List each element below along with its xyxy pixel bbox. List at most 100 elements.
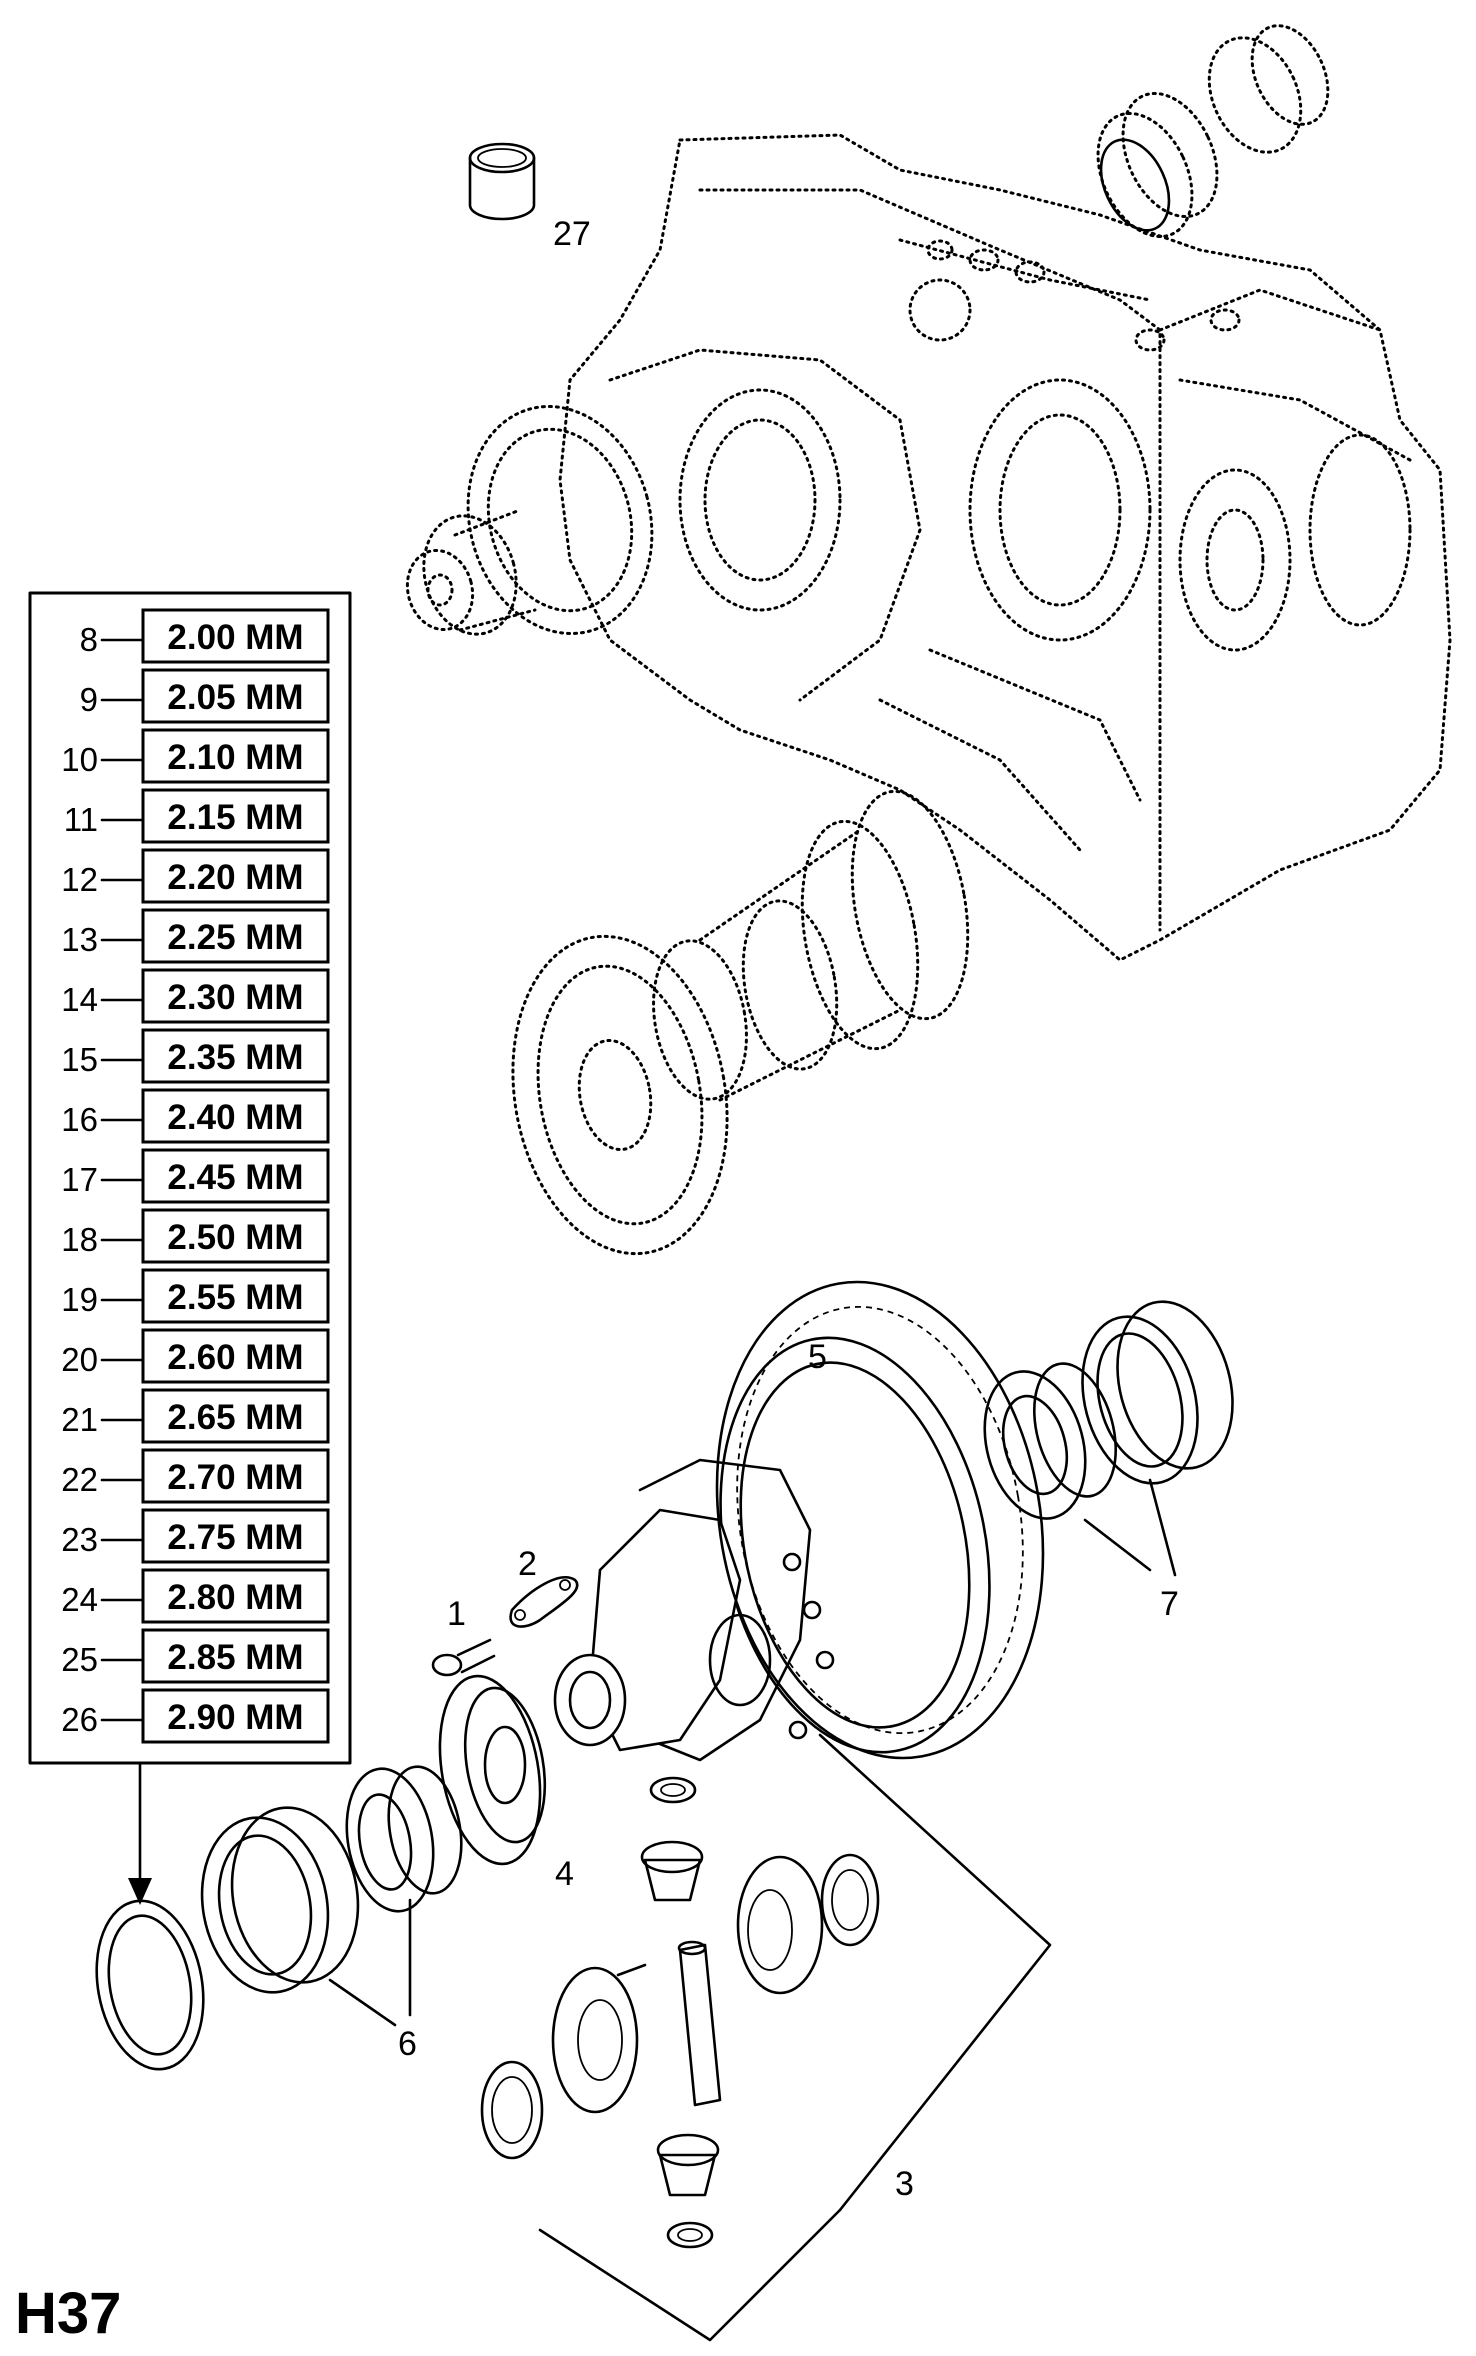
shim-size-label: 2.75 MM <box>167 1518 303 1557</box>
shim-row-number: 20 <box>61 1341 98 1378</box>
shim-row: 14 2.30 MM <box>61 968 330 1024</box>
shim-size-box <box>141 1508 330 1564</box>
shim-size-label: 2.20 MM <box>167 858 303 897</box>
bearing-7 <box>983 1300 1234 1577</box>
shim-size-box <box>141 968 330 1024</box>
shim-size-box <box>141 728 330 784</box>
shim-size-box <box>141 1268 330 1324</box>
shim-size-label: 2.40 MM <box>167 1098 303 1137</box>
shim-size-label: 2.65 MM <box>167 1398 303 1437</box>
shim-size-label: 2.45 MM <box>167 1158 303 1197</box>
shim-size-box <box>141 1208 330 1264</box>
shim-size-label: 2.35 MM <box>167 1038 303 1077</box>
diagram-id: H37 <box>15 2281 121 2346</box>
bolt-1 <box>431 1638 496 1677</box>
shim-size-table: 8 2.00 MM 9 2.05 MM 10 2.10 MM 11 2.15 MM 12 2.20… <box>28 591 352 1765</box>
shim-row: 10 2.10 MM <box>61 728 330 784</box>
shim-size-label: 2.90 MM <box>167 1698 303 1737</box>
shim-row: 19 2.55 MM <box>61 1268 330 1324</box>
shim-size-box <box>141 668 330 724</box>
shim-row: 8 2.00 MM <box>80 608 330 664</box>
shim-size-label: 2.25 MM <box>167 918 303 957</box>
shim-size-box <box>141 1328 330 1384</box>
shim-size-label: 2.80 MM <box>167 1578 303 1617</box>
shim-size-label: 2.50 MM <box>167 1218 303 1257</box>
shim-row-number: 11 <box>64 801 98 838</box>
shim-row-number: 15 <box>61 1041 98 1078</box>
callout-7: 7 <box>1160 1585 1179 1623</box>
shim-row-number: 23 <box>61 1521 98 1558</box>
shim-row-number: 26 <box>61 1701 98 1738</box>
shim-row: 24 2.80 MM <box>61 1568 330 1624</box>
top-bearing <box>1096 24 1330 239</box>
shim-row-number: 12 <box>61 861 98 898</box>
shim-row-number: 10 <box>61 741 98 778</box>
shim-row: 17 2.45 MM <box>61 1148 330 1204</box>
shim-row: 22 2.70 MM <box>61 1448 330 1504</box>
table-pointer-arrow <box>128 1761 152 1905</box>
shim-size-label: 2.60 MM <box>167 1338 303 1377</box>
shim-size-box <box>141 1688 330 1744</box>
shim-row: 11 2.15 MM <box>64 788 330 844</box>
callout-1: 1 <box>447 1595 466 1633</box>
shim-size-label: 2.85 MM <box>167 1638 303 1677</box>
shim-row: 9 2.05 MM <box>80 668 330 724</box>
shim-size-box <box>141 1088 330 1144</box>
transmission-housing <box>558 133 1452 962</box>
shim-row: 21 2.65 MM <box>61 1388 330 1444</box>
shim-size-label: 2.55 MM <box>167 1278 303 1317</box>
shim-row-number: 19 <box>61 1281 98 1318</box>
shim-size-label: 2.15 MM <box>167 798 303 837</box>
shim-row: 12 2.20 MM <box>61 848 330 904</box>
callout-5: 5 <box>808 1338 827 1376</box>
shim-size-box <box>141 848 330 904</box>
shim-row-number: 8 <box>80 621 98 658</box>
shim-size-label: 2.10 MM <box>167 738 303 777</box>
shim-size-box <box>141 1568 330 1624</box>
shim-size-box <box>141 1028 330 1084</box>
input-gear <box>405 405 654 636</box>
shim-size-label: 2.30 MM <box>167 978 303 1017</box>
differential-internals-3 <box>480 1733 1052 2342</box>
shim-row-number: 24 <box>61 1581 98 1618</box>
shim-size-label: 2.70 MM <box>167 1458 303 1497</box>
shim-row-number: 25 <box>61 1641 98 1678</box>
shim-row: 26 2.90 MM <box>61 1688 330 1744</box>
shim-row: 20 2.60 MM <box>61 1328 330 1384</box>
output-gear <box>511 789 970 1256</box>
shim-row: 18 2.50 MM <box>61 1208 330 1264</box>
shim-size-label: 2.05 MM <box>167 678 303 717</box>
callout-6: 6 <box>398 2025 417 2063</box>
shim-row-number: 9 <box>80 681 98 718</box>
shim-row: 16 2.40 MM <box>61 1088 330 1144</box>
shim-row: 15 2.35 MM <box>61 1028 330 1084</box>
shim-row-number: 22 <box>61 1461 98 1498</box>
shim-size-box <box>141 1628 330 1684</box>
shim-row-number: 14 <box>61 981 98 1018</box>
selective-shim <box>95 1899 205 2071</box>
speedo-gear-4 <box>438 1674 547 1866</box>
callout-3: 3 <box>895 2165 914 2203</box>
shim-row-number: 13 <box>61 921 98 958</box>
shim-size-box <box>141 1388 330 1444</box>
callout-4: 4 <box>555 1855 574 1893</box>
shim-size-box <box>141 608 330 664</box>
shim-row: 23 2.75 MM <box>61 1508 330 1564</box>
shim-row: 13 2.25 MM <box>61 908 330 964</box>
shim-row-number: 18 <box>61 1221 98 1258</box>
shim-row-number: 21 <box>61 1401 98 1438</box>
differential-case <box>553 1336 991 1762</box>
lock-plate-2 <box>509 1576 579 1628</box>
bushing-27 <box>468 142 536 221</box>
bearing-6 <box>200 1765 463 2027</box>
shim-row: 25 2.85 MM <box>61 1628 330 1684</box>
shim-size-box <box>141 1148 330 1204</box>
shim-size-label: 2.00 MM <box>167 618 303 657</box>
shim-size-box <box>141 908 330 964</box>
shim-size-box <box>141 1448 330 1504</box>
shim-size-box <box>141 788 330 844</box>
shim-row-number: 16 <box>61 1101 98 1138</box>
shim-row-number: 17 <box>61 1161 98 1198</box>
callout-27: 27 <box>553 215 591 253</box>
